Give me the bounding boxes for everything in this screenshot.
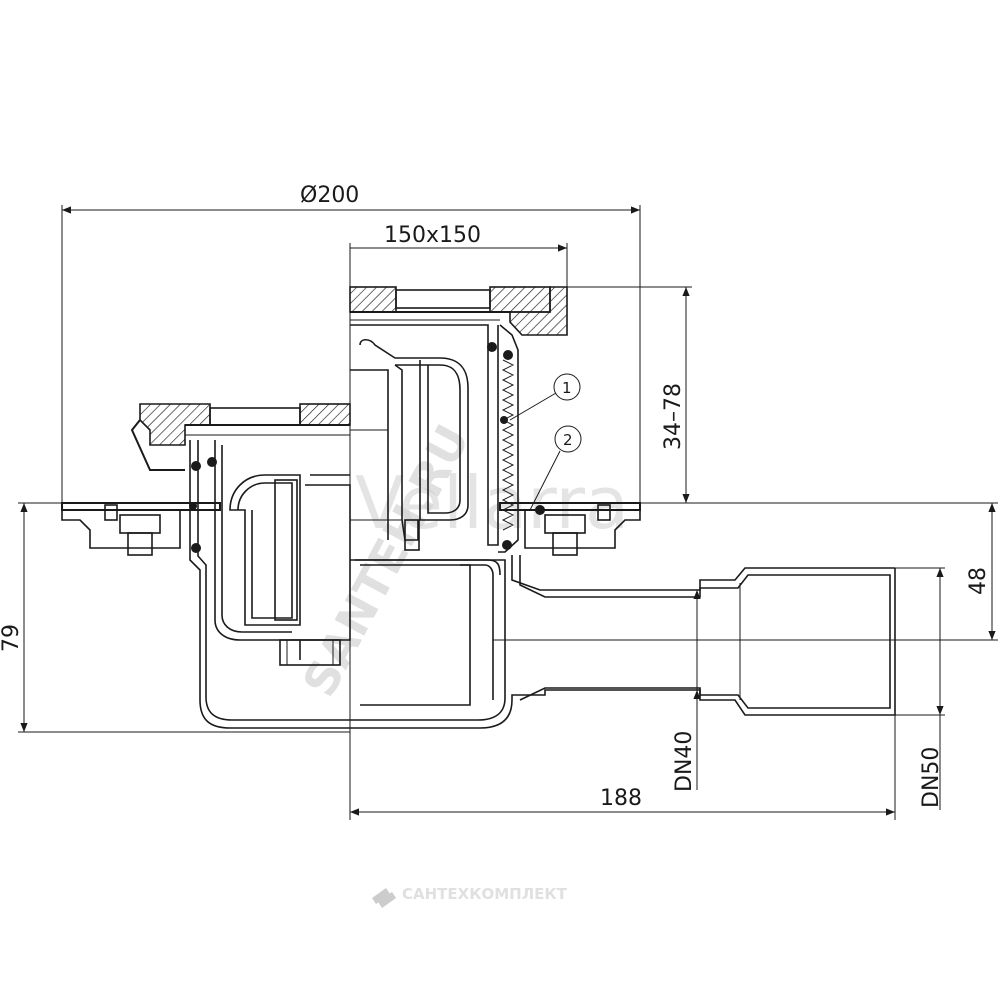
- dim-grate-size: 150x150: [384, 223, 481, 248]
- base-section-left: [61, 403, 351, 729]
- dim-height-adjust: 34–78: [661, 383, 686, 450]
- dim-outlet-length: 188: [600, 786, 642, 811]
- footer-watermark-text: САНТЕХКОМПЛЕКТ: [402, 885, 568, 903]
- footer-watermark: САНТЕХКОМПЛЕКТ: [372, 885, 568, 908]
- base-section-right: [350, 502, 896, 729]
- callout-2-number: 2: [563, 431, 573, 449]
- footer-logo-icon: [372, 888, 396, 908]
- dim-outlet-dn-inner: DN40: [672, 731, 697, 792]
- callout-1-number: 1: [562, 379, 572, 397]
- dimension-lines: Ø200 150x150 34–78 79 48 DN40 DN50: [0, 183, 998, 820]
- callouts: 1 2: [509, 373, 582, 511]
- callout-2: 2: [529, 425, 582, 511]
- callout-1: 1: [509, 373, 581, 421]
- dim-outlet-dn-outer: DN50: [919, 747, 944, 808]
- dim-total-height: 79: [0, 624, 24, 652]
- dim-overall-diameter: Ø200: [300, 183, 359, 208]
- dim-outlet-height: 48: [966, 567, 991, 595]
